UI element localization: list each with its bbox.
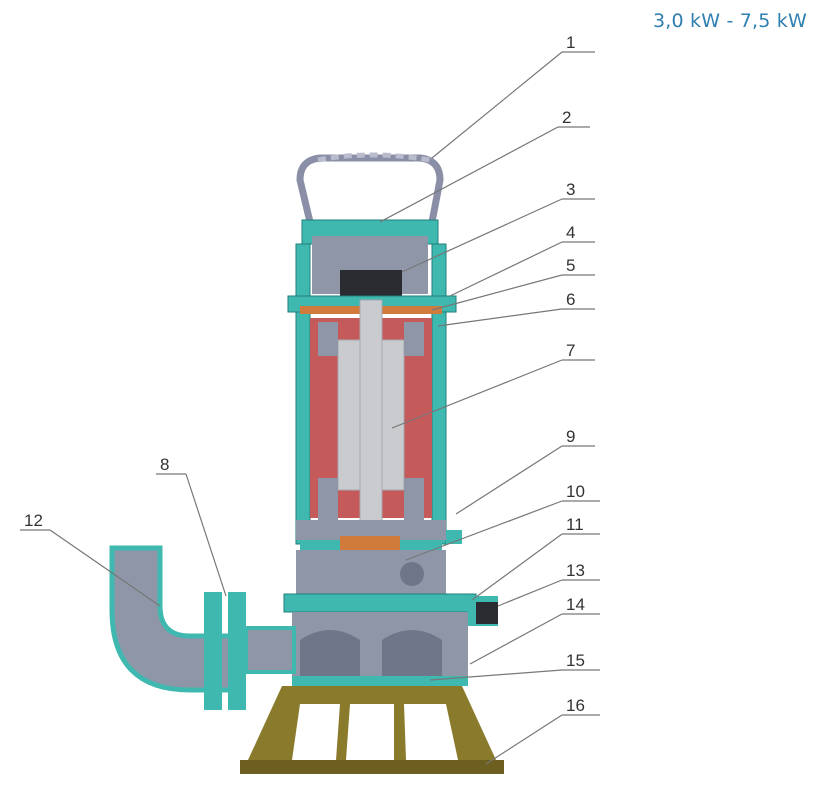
callout-label-6: 6 bbox=[566, 290, 575, 309]
volute bbox=[283, 593, 498, 686]
outlet-connector bbox=[244, 626, 296, 674]
winding-left-lower bbox=[318, 478, 338, 520]
callout-label-16: 16 bbox=[566, 696, 585, 715]
leader-line-7 bbox=[391, 359, 563, 429]
callout-label-5: 5 bbox=[566, 256, 575, 275]
power-range-label: 3,0 kW - 7,5 kW bbox=[652, 10, 807, 32]
winding-left-upper bbox=[318, 322, 338, 356]
lower-bearing-housing bbox=[296, 520, 446, 540]
leader-line-14 bbox=[469, 613, 563, 665]
winding-right-lower bbox=[404, 478, 424, 520]
callout-label-11: 11 bbox=[566, 515, 584, 534]
base-stand bbox=[240, 686, 504, 774]
callout-label-13: 13 bbox=[566, 561, 585, 580]
discharge-pipe bbox=[109, 545, 296, 710]
callout-label-10: 10 bbox=[566, 482, 585, 501]
impeller-left bbox=[300, 630, 360, 680]
leader-line-5 bbox=[431, 274, 563, 311]
leader-line-11 bbox=[471, 533, 563, 601]
callout-label-12: 12 bbox=[24, 511, 43, 530]
callout-label-4: 4 bbox=[566, 223, 575, 242]
leader-line-15 bbox=[429, 669, 563, 681]
leader-line-12 bbox=[49, 529, 161, 607]
pipe-flange-left bbox=[204, 592, 222, 710]
callout-label-9: 9 bbox=[566, 427, 575, 446]
callout-label-7: 7 bbox=[566, 341, 575, 360]
base-foot bbox=[240, 760, 504, 774]
cable-gland bbox=[340, 270, 402, 300]
callout-label-3: 3 bbox=[566, 180, 575, 199]
leader-line-10 bbox=[405, 500, 563, 561]
base-window-center bbox=[346, 704, 394, 760]
volute-top-flange bbox=[283, 593, 477, 613]
leader-line-3 bbox=[401, 198, 563, 273]
callout-label-14: 14 bbox=[566, 595, 585, 614]
housing-left-wall bbox=[295, 243, 311, 545]
leader-line-13 bbox=[497, 579, 563, 607]
motor-housing bbox=[287, 219, 457, 545]
handle-frame bbox=[296, 154, 444, 223]
wear-ring bbox=[292, 676, 468, 686]
leader-line-4 bbox=[449, 241, 563, 297]
housing-right-wall bbox=[431, 243, 447, 545]
handle-grip bbox=[317, 152, 431, 163]
callout-label-15: 15 bbox=[566, 651, 585, 670]
base-window-left bbox=[292, 704, 340, 760]
leader-line-8 bbox=[185, 473, 227, 597]
mechanical-seal bbox=[340, 536, 400, 550]
callout-label-8: 8 bbox=[160, 455, 169, 474]
leader-lines bbox=[20, 51, 600, 765]
handle bbox=[296, 152, 444, 223]
oil-plug bbox=[400, 562, 424, 586]
leader-line-9 bbox=[455, 445, 563, 515]
leader-line-1 bbox=[431, 51, 563, 159]
leader-line-16 bbox=[485, 714, 563, 765]
leader-line-6 bbox=[437, 308, 563, 327]
volute-bolt bbox=[476, 602, 498, 624]
pipe-flange-right bbox=[228, 592, 246, 710]
base-window-right bbox=[404, 704, 458, 760]
impeller-right bbox=[382, 630, 442, 680]
leader-line-2 bbox=[379, 126, 559, 223]
winding-right-upper bbox=[404, 322, 424, 356]
callout-label-1: 1 bbox=[566, 33, 575, 52]
callout-label-2: 2 bbox=[562, 108, 571, 127]
seal-chamber bbox=[296, 520, 462, 594]
